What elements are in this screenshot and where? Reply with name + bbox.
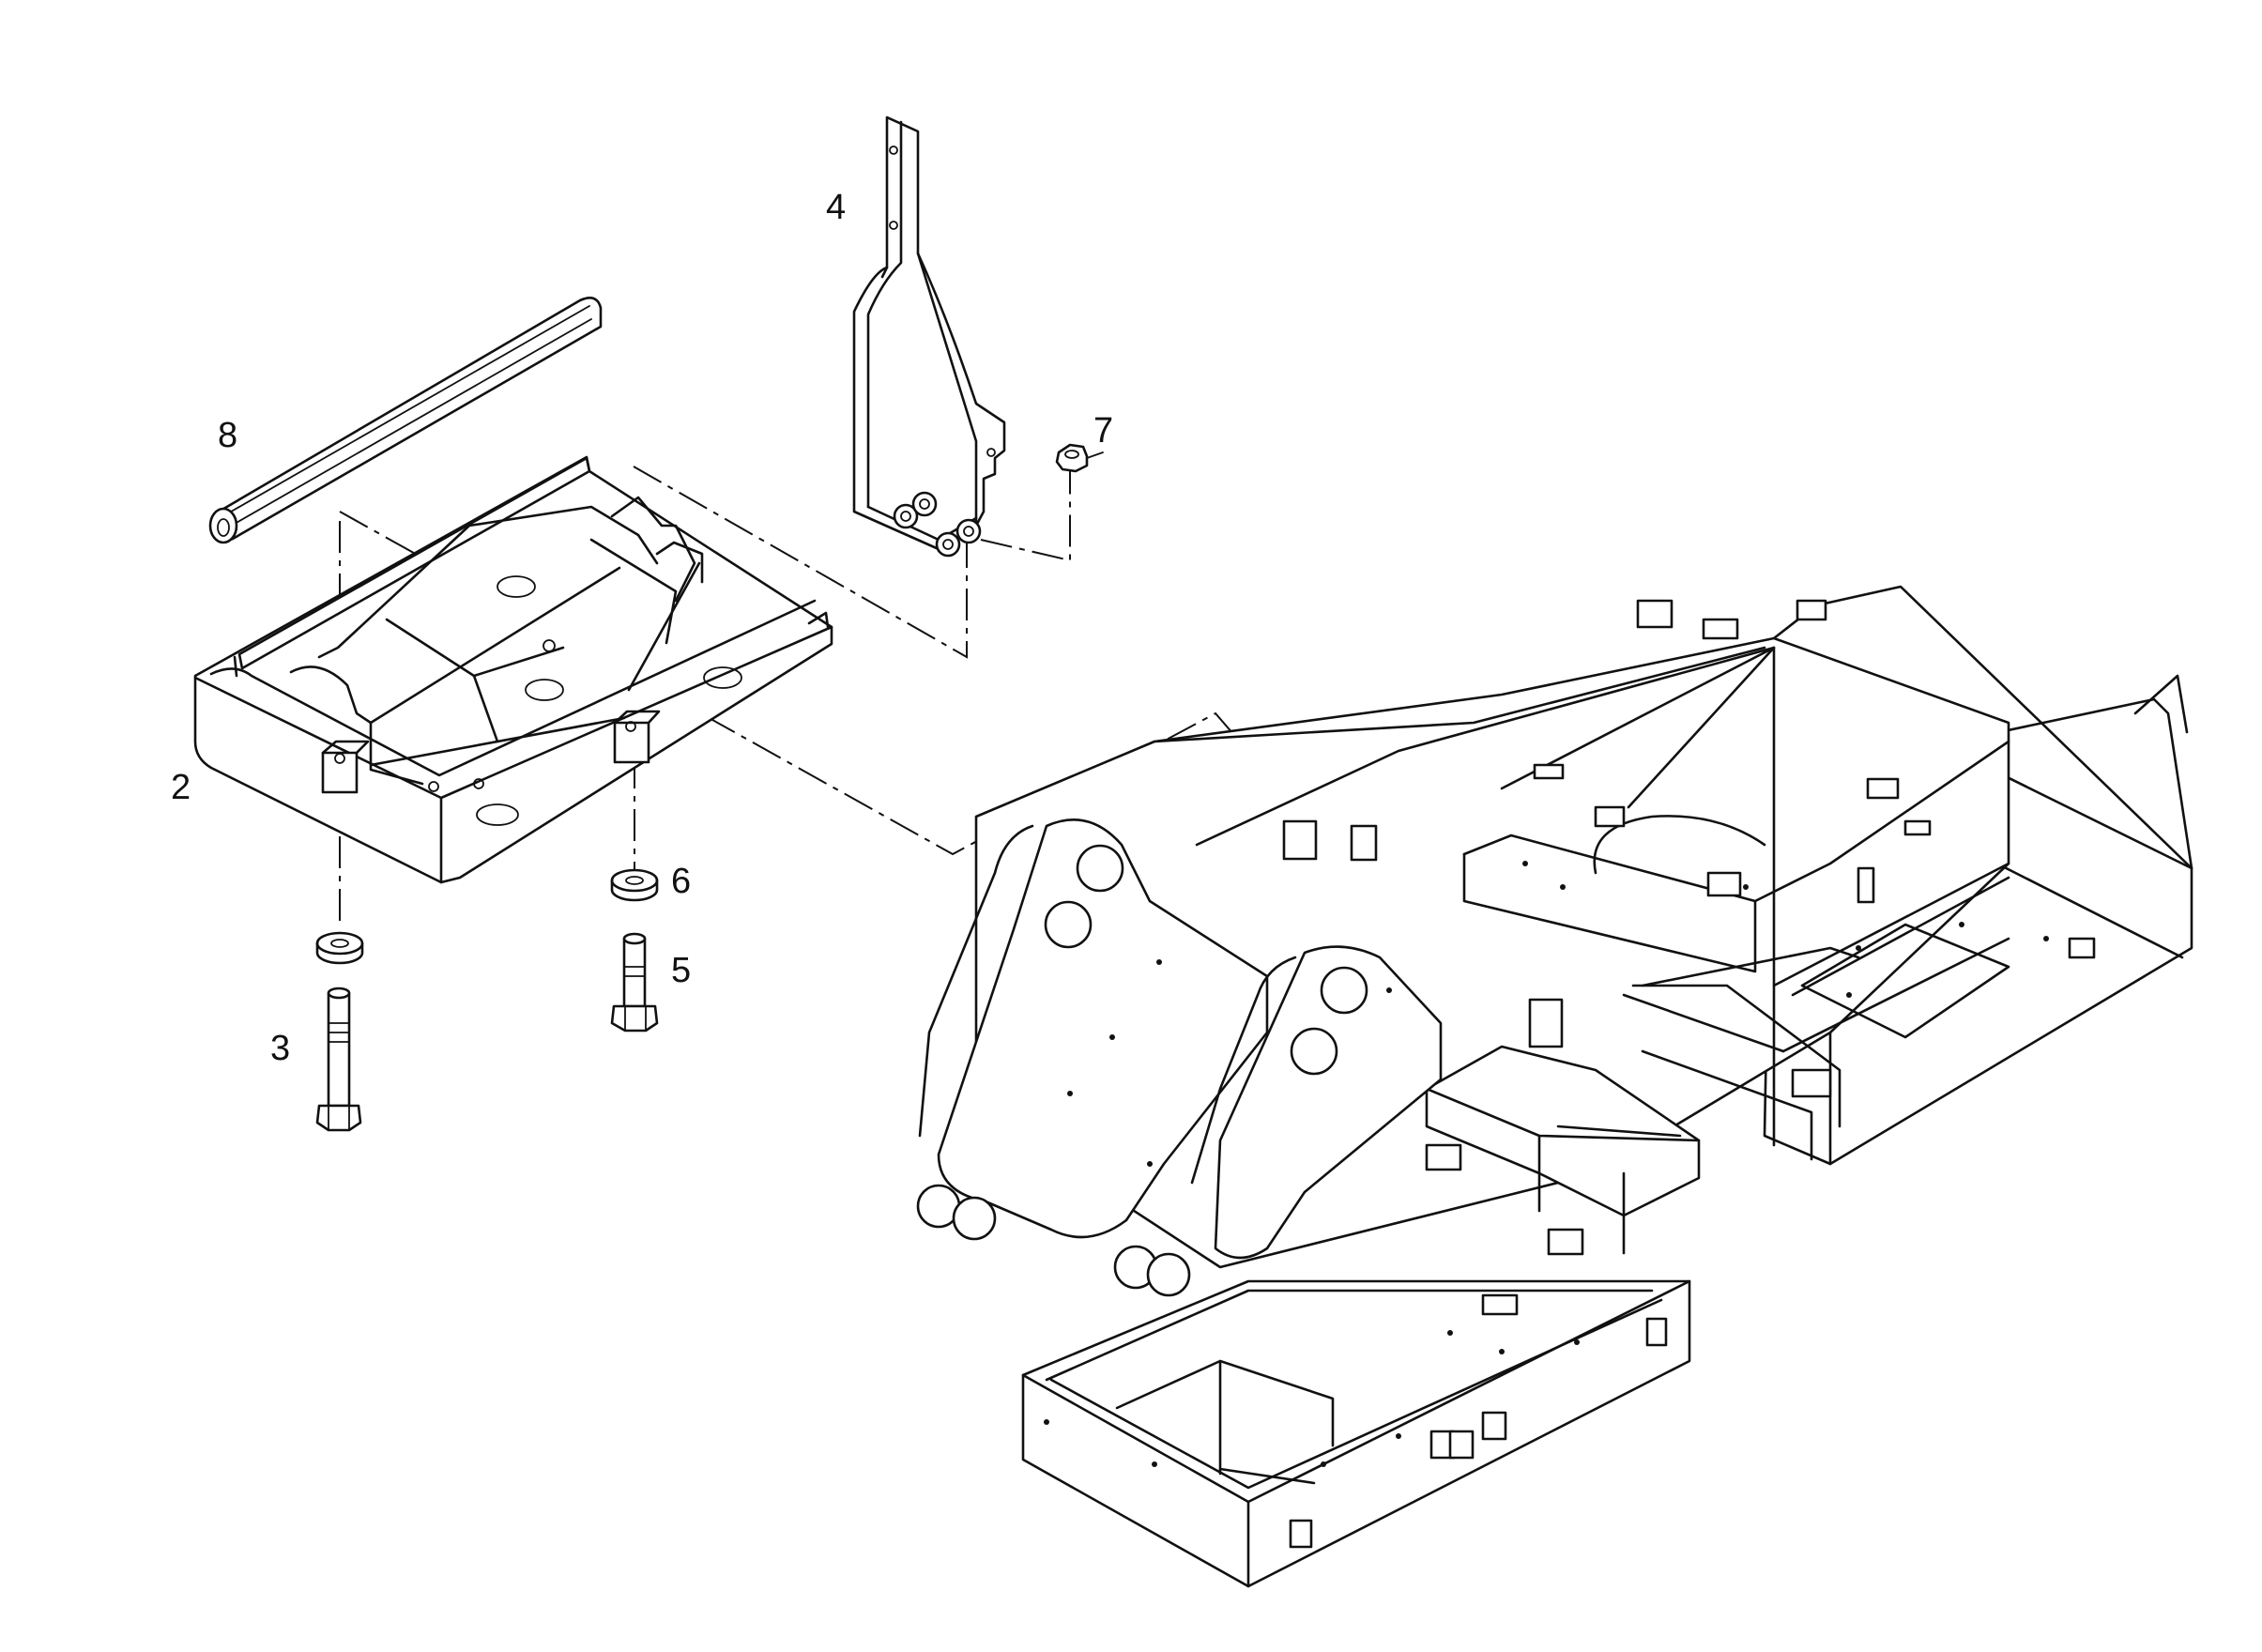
callout-6: 6 [671,862,692,901]
leader-lines [1086,451,1104,459]
bracket-part-4 [852,115,1006,558]
callout-3: 3 [270,1029,291,1068]
washer-part-3 [315,931,364,965]
nut-part-7 [1055,443,1089,473]
callout-4: 4 [826,188,847,227]
callout-5: 5 [671,951,692,990]
mounting-tray-part-2 [193,455,833,884]
edge-strip-part-8 [208,297,603,544]
bolt-part-3 [315,987,362,1132]
washer-part-6 [610,868,659,902]
main-frame [916,585,2193,1588]
callout-2: 2 [171,768,191,807]
bolt-part-5 [610,932,659,1032]
callout-7: 7 [1093,411,1114,451]
callout-8: 8 [218,416,238,455]
